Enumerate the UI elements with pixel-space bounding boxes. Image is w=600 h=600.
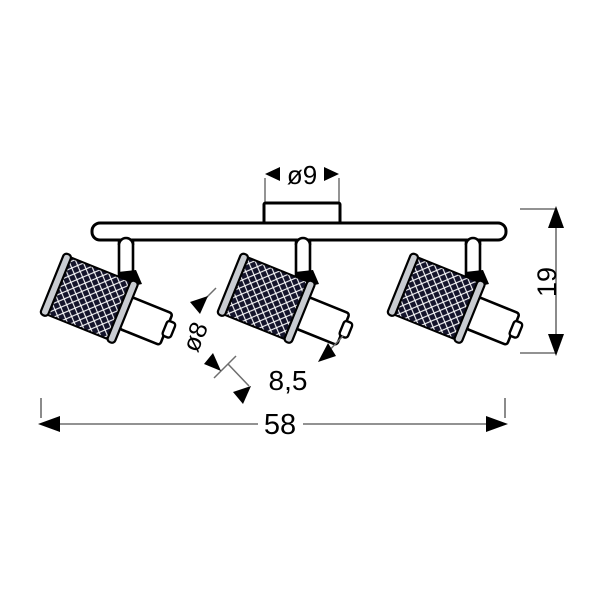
- dimension-label-overall-height: 19: [532, 267, 562, 297]
- arrowhead-left-icon: [265, 167, 280, 181]
- lamp-head-right: [386, 252, 524, 346]
- arrowhead-height-bottom-icon: [548, 334, 564, 356]
- arrowhead-height-top-icon: [548, 206, 564, 228]
- leader-line-shade-length-left: [227, 363, 250, 387]
- leader-line-shade-diameter-bottom: [213, 355, 237, 379]
- stem-left-cap: [117, 236, 135, 246]
- dimension-shade-length: 8,5: [227, 335, 344, 404]
- canopy-body: [262, 201, 342, 226]
- arrowhead-shade-diameter-bottom-icon: [204, 353, 221, 371]
- dimension-canopy-diameter: ø9: [264, 160, 340, 203]
- arrowhead-shade-length-left-icon: [233, 386, 251, 404]
- lamp-assembly-left: [39, 236, 177, 346]
- lamp-assembly-right: [386, 236, 524, 346]
- arrowhead-length-right-icon: [486, 416, 508, 432]
- arrowhead-right-icon: [324, 167, 339, 181]
- lamp-head-left: [39, 252, 177, 346]
- lamp-rear-nub-right: [508, 319, 524, 339]
- lamp-shade-front-rim-left: [39, 252, 72, 317]
- arrowhead-shade-diameter-top-icon: [190, 296, 208, 314]
- dimension-label-shade-length: 8,5: [269, 365, 308, 396]
- arrowhead-shade-length-right-icon: [318, 343, 336, 362]
- lamp-shade-front-rim-right: [386, 252, 419, 317]
- dimension-overall-height: 19: [520, 206, 564, 356]
- lamp-shade-back-rim-right: [453, 279, 486, 344]
- horizontal-mounting-bar: [90, 221, 508, 242]
- lamp-shade-back-rim-center: [283, 279, 316, 344]
- lamp-rear-nub-left: [161, 319, 177, 339]
- dimension-overall-length: 58: [38, 398, 508, 441]
- lamp-head-center: [216, 252, 354, 346]
- lamp-shade-back-rim-left: [106, 279, 139, 344]
- dimension-label-canopy-diameter: ø9: [287, 160, 317, 190]
- dimension-label-overall-length: 58: [264, 409, 296, 441]
- lamp-assembly-center: [216, 236, 354, 346]
- stem-right-cap: [464, 236, 482, 246]
- arrowhead-length-left-icon: [38, 416, 60, 432]
- rail-body: [90, 221, 508, 242]
- lamp-shade-front-rim-center: [216, 252, 249, 317]
- stem-center-cap: [294, 236, 312, 246]
